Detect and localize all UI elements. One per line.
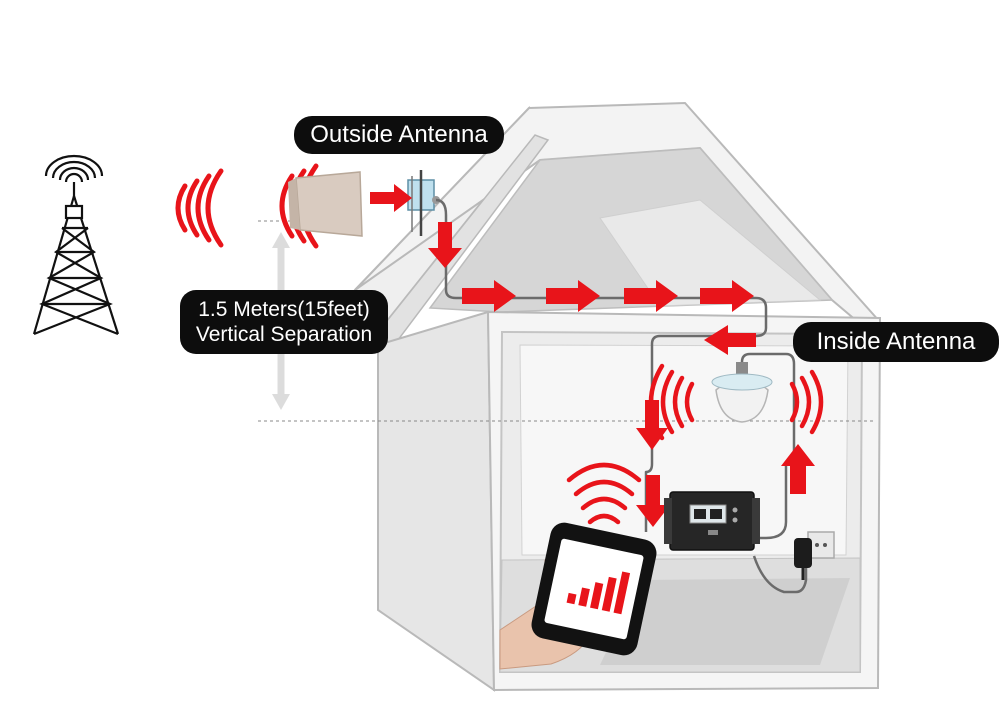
cell-tower-icon — [32, 154, 120, 336]
inside-antenna-label: Inside Antenna — [793, 322, 999, 362]
signal-waves-phone — [566, 462, 642, 525]
power-adapter-icon — [794, 531, 835, 580]
arrow-down-1 — [428, 222, 462, 268]
arrow-right-1 — [462, 280, 516, 312]
separation-label-line2: Vertical Separation — [195, 323, 373, 346]
arrow-right-2 — [546, 280, 600, 312]
house-attic-floor — [599, 199, 822, 307]
signal-arrows — [370, 184, 815, 527]
outside-antenna-label: Outside Antenna — [294, 116, 504, 154]
vertical-separation-label: 1.5 Meters(15feet) Vertical Separation — [180, 290, 388, 354]
arrow-right-4 — [700, 280, 754, 312]
arrow-right-3 — [624, 280, 678, 312]
house-room-floor-shade — [600, 578, 850, 665]
arrow-down-3 — [636, 475, 670, 527]
panel-antenna-icon — [288, 170, 440, 237]
arrow-right-antenna — [370, 184, 412, 212]
arrow-up-1 — [781, 444, 815, 494]
signal-booster-icon — [664, 491, 760, 551]
separation-label-line1: 1.5 Meters(15feet) — [198, 298, 370, 321]
signal-waves-inside-antenna — [648, 363, 824, 441]
signal-waves-outdoor — [175, 163, 319, 249]
arrow-left-1 — [704, 325, 756, 355]
ceiling-antenna-icon — [711, 362, 773, 423]
separation-arrow-up — [272, 232, 290, 248]
separation-arrow-down — [272, 394, 290, 410]
house-wall-left — [377, 310, 496, 692]
smartphone-icon — [499, 522, 657, 670]
